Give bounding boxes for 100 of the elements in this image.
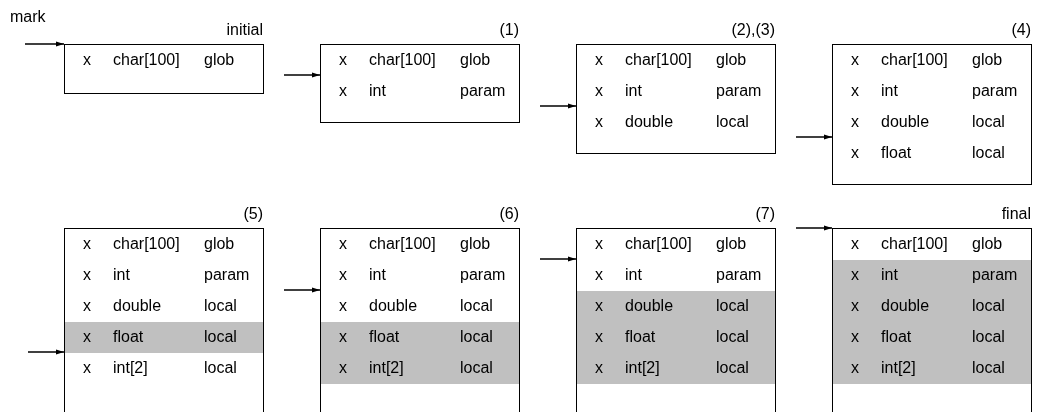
variable-type: char[100] (113, 51, 180, 69)
variable-type: char[100] (369, 235, 436, 253)
allocation-mark: x (339, 266, 347, 284)
allocation-mark: x (595, 266, 603, 284)
variable-kind: local (716, 113, 749, 131)
variable-type: char[100] (625, 51, 692, 69)
variable-kind: local (460, 328, 493, 346)
allocation-mark: x (339, 359, 347, 377)
freed-stack-row (321, 353, 519, 384)
variable-type: float (881, 328, 912, 346)
variable-kind: param (716, 82, 762, 100)
allocation-mark: x (339, 297, 347, 315)
variable-type: double (625, 297, 674, 315)
variable-type: int (369, 266, 386, 284)
allocation-mark: x (339, 328, 347, 346)
stack-pointer-arrow (27, 349, 65, 355)
allocation-mark: x (851, 144, 859, 162)
variable-kind: local (716, 328, 749, 346)
state-heading: (6) (499, 205, 519, 223)
variable-type: int (625, 82, 642, 100)
freed-stack-row (833, 353, 1031, 384)
variable-type: char[100] (625, 235, 692, 253)
variable-kind: local (204, 297, 237, 315)
variable-type: char[100] (369, 51, 436, 69)
variable-kind: param (716, 266, 762, 284)
variable-kind: glob (204, 51, 235, 69)
variable-type: int[2] (369, 359, 404, 377)
variable-type: char[100] (881, 235, 948, 253)
freed-stack-row (321, 322, 519, 353)
variable-type: int (881, 82, 898, 100)
allocation-mark: x (851, 113, 859, 131)
variable-kind: glob (204, 235, 235, 253)
allocation-mark: x (339, 235, 347, 253)
variable-type: float (881, 144, 912, 162)
variable-kind: local (460, 297, 493, 315)
state-heading: (5) (243, 205, 263, 223)
variable-kind: param (460, 266, 506, 284)
allocation-mark: x (851, 235, 859, 253)
allocation-mark: x (851, 266, 859, 284)
variable-kind: local (972, 144, 1005, 162)
variable-type: double (113, 297, 162, 315)
allocation-mark: x (83, 359, 91, 377)
variable-kind: param (972, 82, 1018, 100)
variable-kind: glob (460, 51, 491, 69)
allocation-mark: x (851, 297, 859, 315)
variable-kind: local (716, 359, 749, 377)
variable-kind: local (716, 297, 749, 315)
stack-pointer-arrow (283, 287, 321, 293)
variable-kind: local (972, 359, 1005, 377)
variable-kind: local (204, 328, 237, 346)
allocation-mark: x (595, 359, 603, 377)
variable-kind: local (972, 297, 1005, 315)
variable-type: int[2] (113, 359, 148, 377)
state-heading: initial (226, 21, 263, 39)
variable-kind: local (204, 359, 237, 377)
allocation-mark: x (595, 328, 603, 346)
allocation-mark: x (851, 328, 859, 346)
allocation-mark: x (339, 51, 347, 69)
variable-kind: glob (716, 51, 747, 69)
allocation-mark: x (851, 359, 859, 377)
state-heading: (1) (499, 21, 519, 39)
pointer-label: mark (10, 8, 46, 26)
variable-type: int (625, 266, 642, 284)
stack-pointer-arrow (795, 225, 833, 231)
allocation-mark: x (595, 235, 603, 253)
variable-type: int (881, 266, 898, 284)
freed-stack-row (577, 353, 775, 384)
variable-type: int[2] (625, 359, 660, 377)
variable-kind: local (460, 359, 493, 377)
variable-kind: param (204, 266, 250, 284)
variable-kind: local (972, 328, 1005, 346)
variable-type: int (113, 266, 130, 284)
variable-type: float (625, 328, 656, 346)
stack-pointer-arrow (539, 103, 577, 109)
freed-stack-row (833, 260, 1031, 291)
variable-type: char[100] (113, 235, 180, 253)
variable-kind: glob (460, 235, 491, 253)
variable-type: double (625, 113, 674, 131)
variable-kind: param (460, 82, 506, 100)
allocation-mark: x (595, 297, 603, 315)
allocation-mark: x (83, 328, 91, 346)
variable-type: float (369, 328, 400, 346)
allocation-mark: x (595, 113, 603, 131)
allocation-mark: x (83, 297, 91, 315)
freed-stack-row (65, 322, 263, 353)
allocation-mark: x (83, 266, 91, 284)
stack-pointer-arrow (283, 72, 321, 78)
state-heading: final (1001, 205, 1031, 223)
pointer-arrow (24, 41, 65, 47)
allocation-mark: x (83, 51, 91, 69)
allocation-mark: x (339, 82, 347, 100)
allocation-mark: x (851, 82, 859, 100)
variable-kind: local (972, 113, 1005, 131)
stack-pointer-arrow (795, 134, 833, 140)
variable-type: char[100] (881, 51, 948, 69)
freed-stack-row (577, 291, 775, 322)
variable-kind: glob (716, 235, 747, 253)
variable-type: float (113, 328, 144, 346)
variable-kind: param (972, 266, 1018, 284)
allocation-mark: x (851, 51, 859, 69)
